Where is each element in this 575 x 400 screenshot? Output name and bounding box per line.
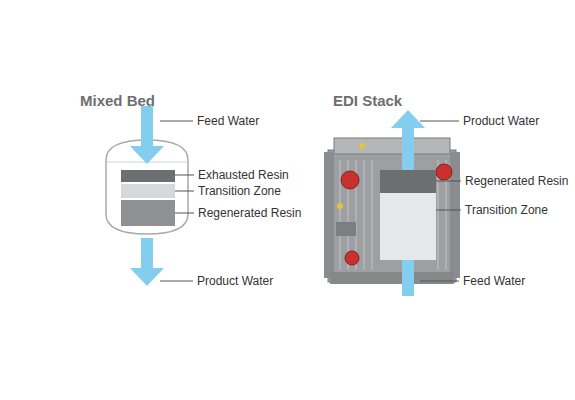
product-arrow [130,238,164,286]
section-heading: EDI Stack [333,92,402,110]
leader-lines [160,121,194,281]
transition-zone-band [121,184,175,198]
leader-lines [420,121,461,281]
layer-label: Regenerated Resin [465,174,568,188]
layer-label: Exhausted Resin [198,168,289,182]
regenerated-resin-band [380,170,436,193]
regenerated-resin-band [121,200,175,226]
transition-zone-band [380,193,436,260]
feed-arrow [130,106,164,164]
flow-label: Feed Water [463,274,525,288]
flow-label: Product Water [197,274,273,288]
layer-label: Transition Zone [198,184,281,198]
exhausted-resin-band [121,170,175,182]
edi-stack [324,138,460,284]
layer-label: Regenerated Resin [198,206,301,220]
flow-label: Feed Water [197,114,259,128]
section-heading: Mixed Bed [80,92,155,110]
layer-label: Transition Zone [465,203,548,217]
flow-label: Product Water [463,114,539,128]
